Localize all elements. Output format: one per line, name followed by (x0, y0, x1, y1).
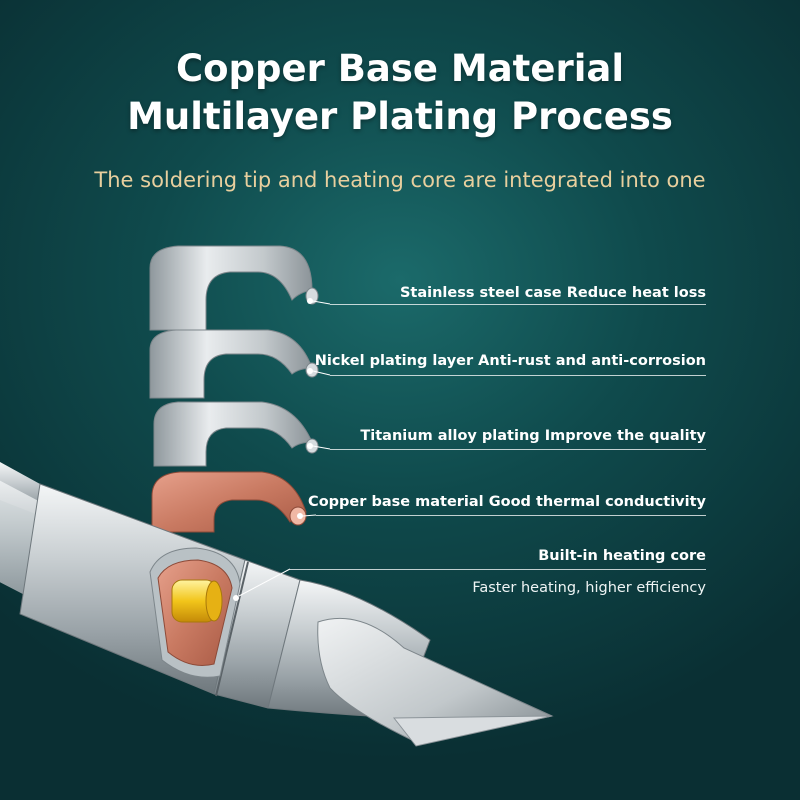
label-heating-core: Built-in heating core (538, 548, 706, 564)
titanium-plating-shell (153, 401, 319, 467)
steel-case-shell (149, 245, 319, 331)
subtitle: The soldering tip and heating core are i… (94, 168, 706, 192)
label-titanium-plating: Titanium alloy plating Improve the quali… (360, 428, 706, 444)
label-underline (330, 449, 706, 450)
label-underline (330, 304, 706, 305)
label-copper-base: Copper base material Good thermal conduc… (308, 494, 706, 510)
nickel-plating-shell (149, 329, 319, 399)
label-stainless-steel-case: Stainless steel case Reduce heat loss (399, 285, 706, 301)
copper-base-shell (151, 471, 307, 533)
cutaway-section (149, 547, 241, 678)
label-underline (290, 569, 706, 570)
title-line-1: Copper Base Material (175, 47, 625, 90)
pointer-dot (233, 595, 239, 601)
pointer-dot (307, 443, 313, 449)
pointer-dot (297, 513, 303, 519)
label-nickel-plating: Nickel plating layer Anti-rust and anti-… (314, 353, 706, 369)
pointer-dot (307, 298, 313, 304)
label-heating-core-benefit: Faster heating, higher efficiency (472, 580, 706, 596)
label-underline (316, 515, 706, 516)
label-underline (330, 375, 706, 376)
title-line-2: Multilayer Plating Process (127, 95, 673, 138)
pointer-dot (307, 368, 313, 374)
